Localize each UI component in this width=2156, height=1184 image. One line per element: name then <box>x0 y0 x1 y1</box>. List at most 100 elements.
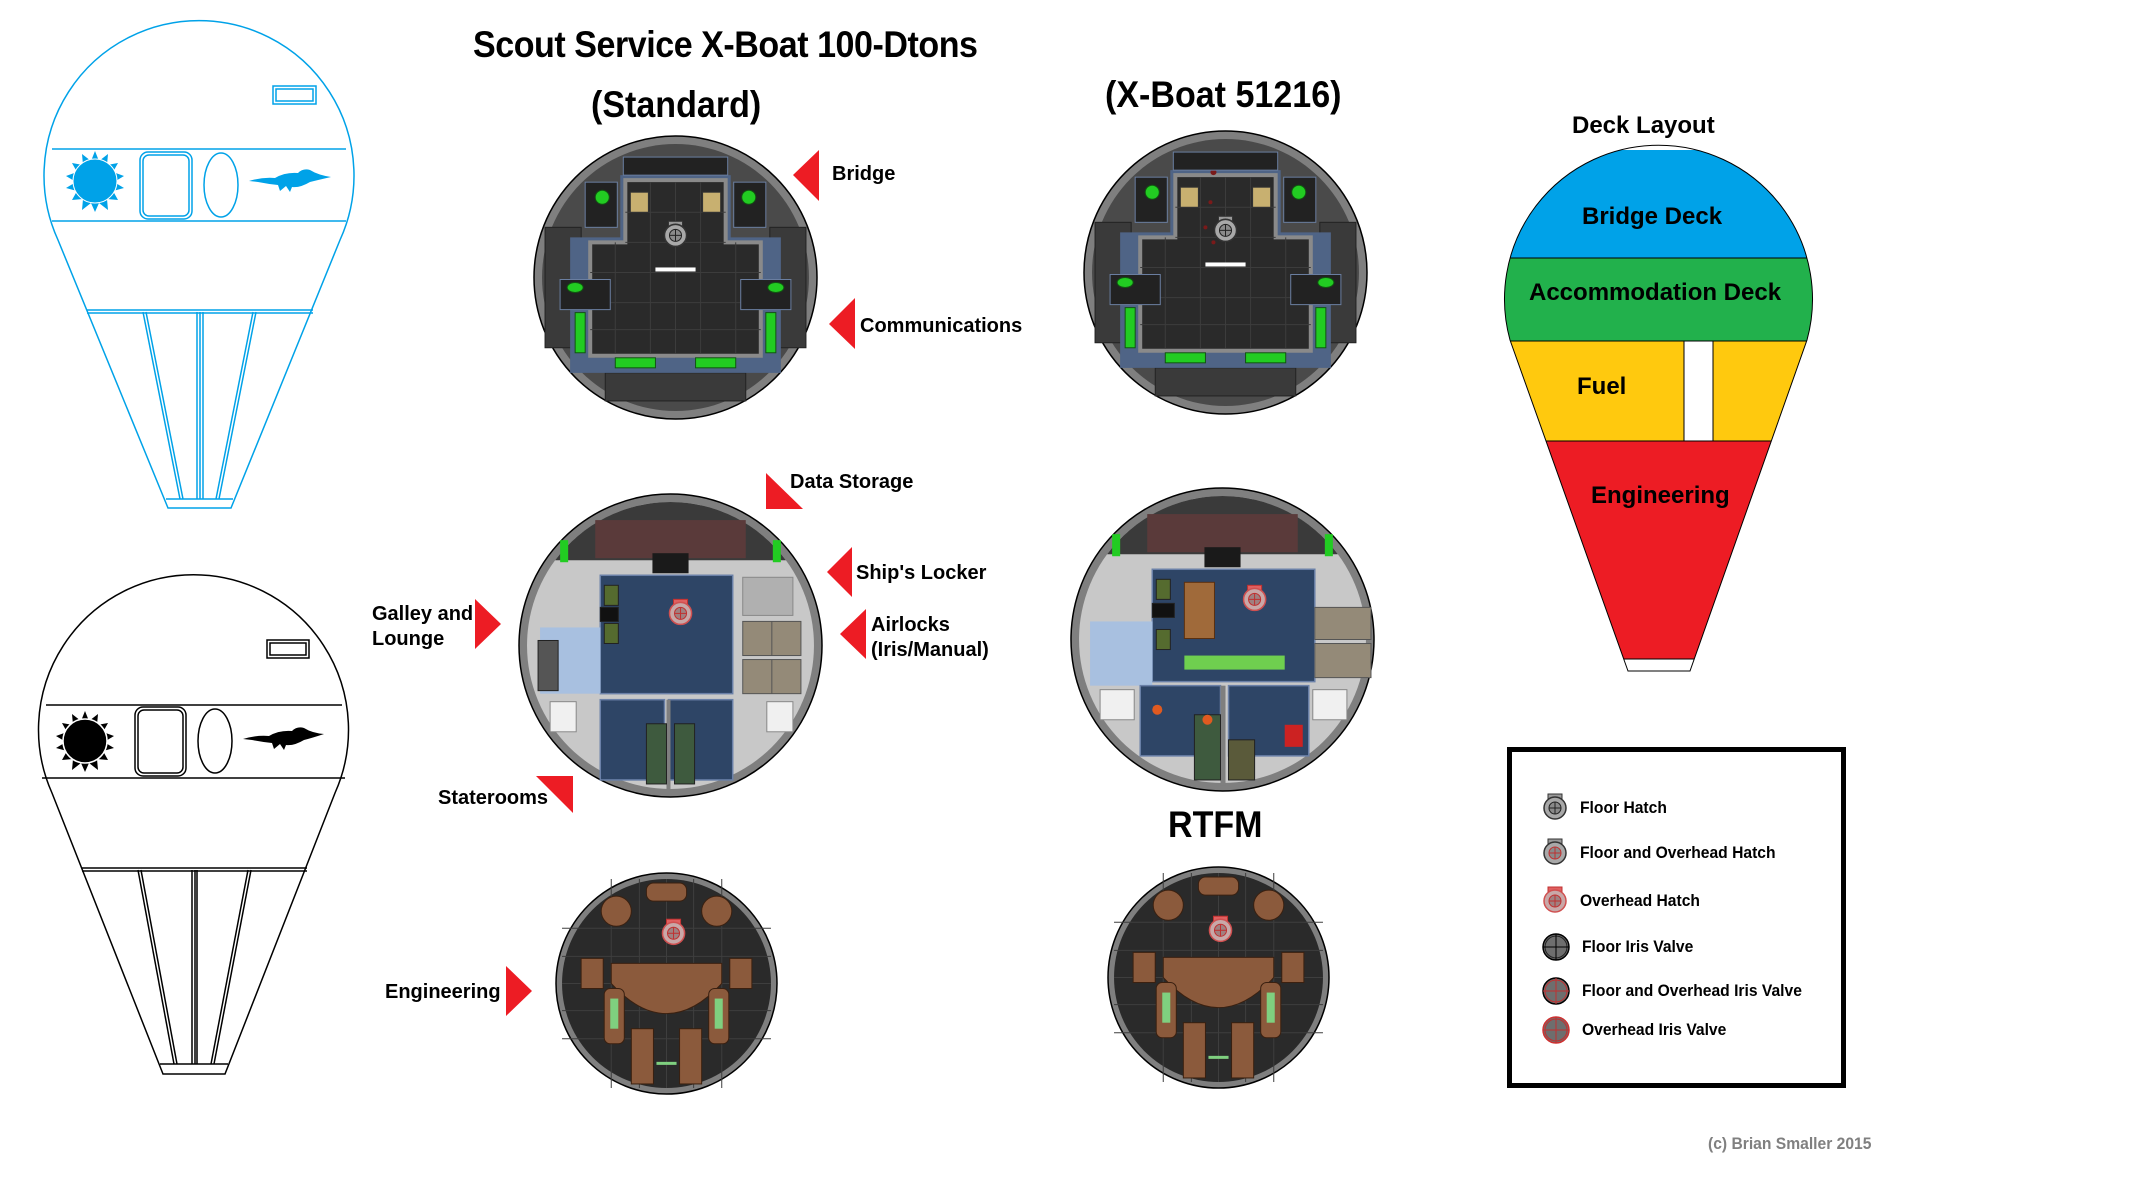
page-title: Scout Service X-Boat 100-Dtons <box>473 24 978 65</box>
overhead-hatch-icon <box>1543 886 1567 913</box>
legend-label: Overhead Hatch <box>1580 891 1700 910</box>
porthole <box>203 152 239 218</box>
engineering-arrow-icon <box>506 966 532 1016</box>
ships-locker-arrow-icon <box>827 547 852 597</box>
sun-emblem-icon <box>66 151 124 212</box>
legend-item-overhead-iris-valve: Overhead Iris Valve <box>1542 1015 1739 1045</box>
exterior-view-black <box>37 573 350 1075</box>
rug <box>1183 581 1215 639</box>
ships-locker-label: Ship's Locker <box>856 562 987 584</box>
floor-overhead-iris-valve-icon <box>1542 977 1570 1005</box>
bridge-arrow-icon <box>793 150 819 201</box>
fuel-access-shaft <box>1684 341 1713 441</box>
data-storage-arrow-icon <box>766 473 803 509</box>
jump-drive-machinery <box>1132 876 1305 1079</box>
xboat-variant-heading: (X-Boat 51216) <box>1105 74 1342 115</box>
xboat-engineering-deck-plan <box>1107 866 1330 1089</box>
jump-drive-machinery <box>580 882 753 1085</box>
dragon-emblem-icon <box>243 727 324 750</box>
galley-label-line1: Galley and <box>372 603 474 625</box>
debris <box>1152 704 1213 725</box>
comm-screens <box>566 189 785 369</box>
copyright-notice: (c) Brian Smaller 2015 <box>1708 1134 1872 1153</box>
xboat-bridge-deck-plan <box>1083 130 1368 415</box>
airlocks-arrow-icon <box>840 609 866 659</box>
communications-arrow-icon <box>829 298 855 349</box>
floor-hatch-icon <box>1543 793 1567 820</box>
legend-item-floor-overhead-iris-valve: Floor and Overhead Iris Valve <box>1542 976 1821 1006</box>
ships-locker <box>742 576 794 616</box>
floor-iris-valve-icon <box>1542 933 1570 961</box>
legend-label: Floor Iris Valve <box>1582 937 1694 956</box>
staterooms-arrow-icon <box>536 776 573 813</box>
legend-label: Floor and Overhead Hatch <box>1580 843 1776 862</box>
airlocks-label: Airlocks (Iris/Manual) <box>871 613 989 663</box>
engineering-section-label: Engineering <box>1591 482 1730 509</box>
engineering-section <box>1504 441 1813 659</box>
deck-layout-diagram <box>1504 144 1813 672</box>
legend-label: Floor and Overhead Iris Valve <box>1582 981 1802 1000</box>
galley-label-line2: Lounge <box>372 628 445 650</box>
fuel-label: Fuel <box>1577 373 1627 400</box>
hatch-window <box>134 706 187 777</box>
data-storage-lights <box>595 520 746 574</box>
power-cells <box>610 998 723 1065</box>
engineering-label: Engineering <box>385 981 501 1003</box>
exterior-view-blue <box>43 19 355 509</box>
accommodation-deck-section <box>1504 258 1813 341</box>
standard-bridge-deck-plan <box>533 135 818 420</box>
airlocks <box>742 620 802 695</box>
staterooms-label: Staterooms <box>438 787 549 809</box>
deck-layout-title: Deck Layout <box>1572 112 1715 139</box>
galley-arrow-icon <box>475 599 501 649</box>
legend-box: Floor Hatch Floor and Overhead Hatch Ove… <box>1507 747 1846 1088</box>
green-mat <box>1184 655 1285 670</box>
data-storage-bank <box>1147 514 1298 553</box>
galley-lounge-label: Galley and Lounge <box>372 602 473 652</box>
power-cells <box>1162 992 1275 1059</box>
legend-item-floor-iris-valve: Floor Iris Valve <box>1542 932 1703 962</box>
lounge-room <box>599 574 734 695</box>
bunks <box>645 723 696 785</box>
lounge-chairs <box>599 584 619 644</box>
legend-item-overhead-hatch: Overhead Hatch <box>1542 886 1710 916</box>
fuel-section <box>1504 341 1813 441</box>
red-chest <box>1284 724 1303 747</box>
sun-emblem-icon <box>56 711 114 772</box>
legend-label: Overhead Iris Valve <box>1582 1020 1727 1039</box>
bridge-door <box>1205 262 1246 267</box>
porthole <box>197 708 233 774</box>
standard-variant-heading: (Standard) <box>591 84 762 125</box>
data-storage-label: Data Storage <box>790 471 914 493</box>
comm-screens <box>1116 184 1335 364</box>
standard-engineering-deck-plan <box>555 872 778 1095</box>
airlocks-label-line1: Airlocks <box>871 614 950 636</box>
galley <box>1090 621 1153 686</box>
airlocks-label-line2: (Iris/Manual) <box>871 639 989 661</box>
dragon-emblem-icon <box>249 169 331 192</box>
floor-overhead-hatch-icon <box>1543 838 1567 865</box>
bridge-door <box>655 267 696 272</box>
rtfm-heading: RTFM <box>1168 804 1263 845</box>
console-panels <box>559 156 792 311</box>
legend-label: Floor Hatch <box>1580 798 1667 817</box>
overhead-iris-valve-icon <box>1542 1016 1570 1044</box>
communications-label: Communications <box>860 315 1023 337</box>
bridge-deck-label: Bridge Deck <box>1582 203 1723 230</box>
bridge-label: Bridge <box>832 163 896 185</box>
hatch-window <box>139 151 193 220</box>
callout-arrows <box>475 150 866 1016</box>
hull-outline <box>43 19 355 509</box>
pilot-seats <box>629 191 722 213</box>
refreshers <box>549 701 794 733</box>
refreshers <box>1099 689 1348 721</box>
hull-outline <box>37 573 350 1075</box>
accommodation-deck-label: Accommodation Deck <box>1529 279 1782 306</box>
legend-item-floor-hatch: Floor Hatch <box>1542 793 1674 823</box>
standard-accommodation-deck-plan <box>518 493 823 798</box>
xboat-accommodation-deck-plan <box>1070 487 1375 792</box>
bunks <box>1193 714 1256 781</box>
pilot-seats <box>1179 186 1272 208</box>
airlocks <box>1314 606 1372 679</box>
legend-item-floor-overhead-hatch: Floor and Overhead Hatch <box>1542 838 1793 868</box>
